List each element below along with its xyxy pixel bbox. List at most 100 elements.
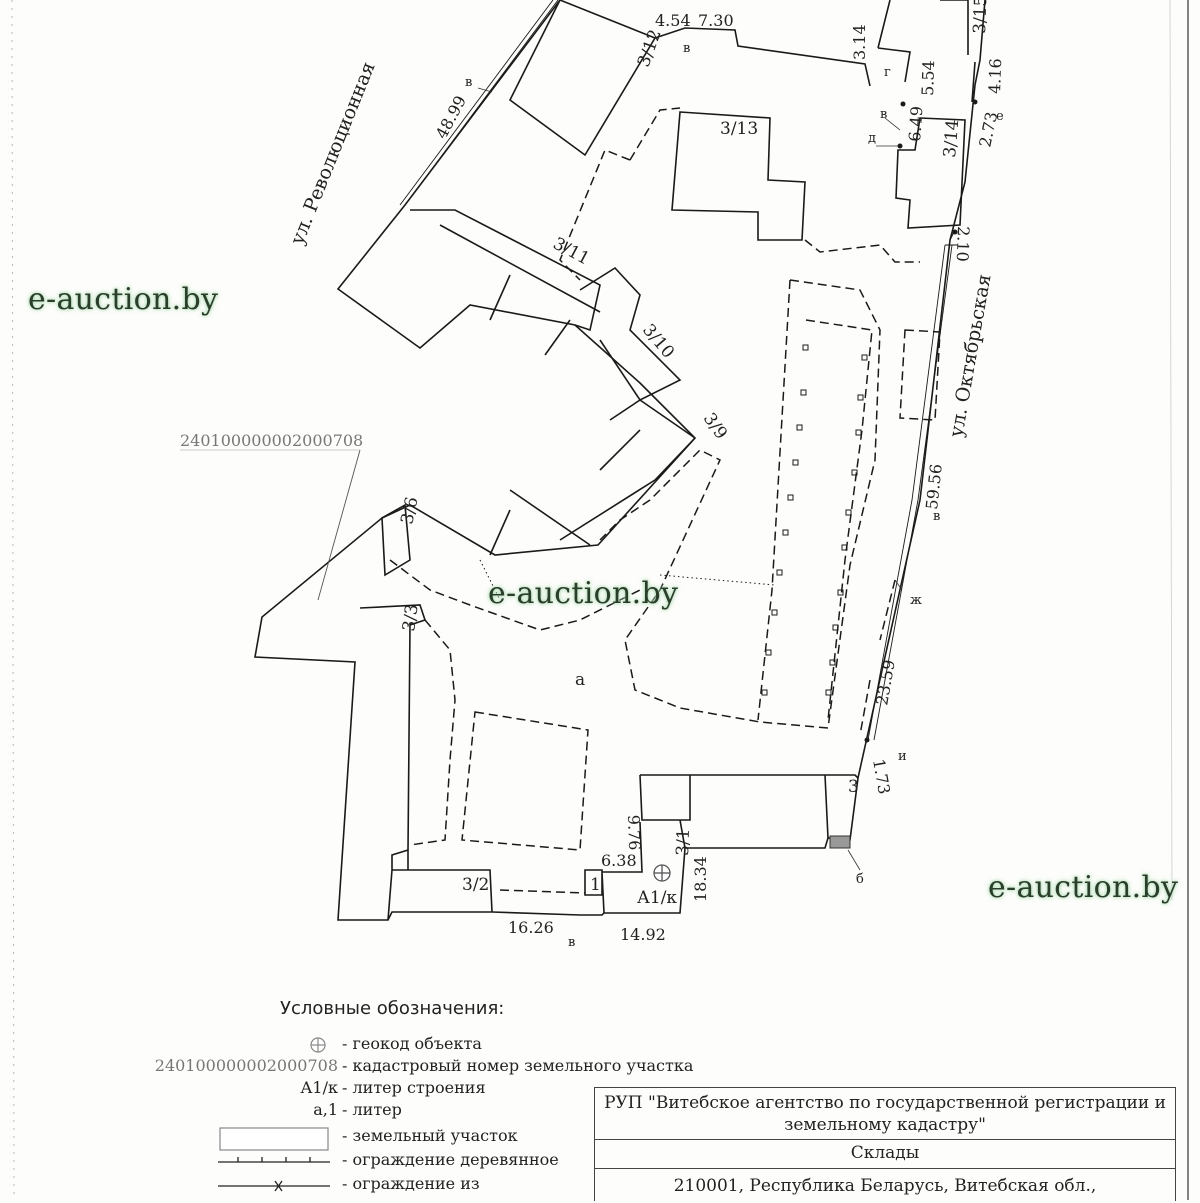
point-v-2: в: [683, 41, 690, 56]
building-3-13: [671, 111, 806, 241]
label-3-15: 3/15: [970, 0, 991, 34]
dim-2-10: 2.10: [953, 226, 973, 262]
point-e: е: [996, 109, 1004, 124]
dim-23-59: 23.59: [872, 658, 899, 706]
legend-label: - литер строения: [342, 1078, 486, 1097]
legend-symbol-text: а,1: [313, 1100, 338, 1119]
dim-9-76: 9.76: [624, 814, 644, 850]
legend-label: - литер: [342, 1100, 402, 1119]
court-rect: [461, 711, 589, 851]
dim-1-73: 1.73: [869, 757, 894, 795]
plot-number-label: 240100000002000708: [180, 431, 363, 450]
dotted-line-2: [479, 559, 501, 601]
dim-48-99: 48.99: [432, 93, 470, 142]
legend-row-plot: - земельный участок: [170, 1126, 590, 1148]
legend-row-other-fence: - ограждение из: [170, 1174, 590, 1196]
legend-geocode-icon: [310, 1037, 326, 1053]
dim-59-56: 59.56: [922, 463, 946, 511]
building-3-1: [584, 774, 859, 914]
dim-18-34: 18.34: [691, 856, 710, 902]
building-3-2: [392, 850, 493, 913]
label-3-6: 3/6: [397, 495, 422, 526]
dim-4-54: 4.54: [655, 11, 691, 30]
dim-3-14: 3.14: [850, 24, 869, 60]
point-v-1: в: [465, 75, 472, 90]
dim-6-38: 6.38: [601, 851, 637, 870]
point-b: б: [856, 872, 864, 887]
point-v-4: в: [933, 509, 940, 524]
label-1: 1: [590, 875, 601, 895]
label-3-10: 3/10: [638, 320, 678, 362]
geocode-icon: [653, 864, 671, 882]
label-3-11: 3/11: [550, 234, 593, 270]
yard-line-right: [804, 239, 920, 263]
building-3-15: [877, 0, 969, 55]
legend-wood-fence: [218, 1157, 330, 1163]
label-3-9: 3/9: [699, 409, 731, 443]
legend-row-liter: а,1 - литер: [170, 1100, 590, 1122]
title-block-object: Склады: [595, 1140, 1175, 1169]
dim-5-54: 5.54: [918, 60, 938, 96]
title-block-address: 210001, Республика Беларусь, Витебская о…: [673, 1176, 1097, 1196]
building-3-11: [410, 209, 601, 332]
title-block: РУП "Витебское агентство по государствен…: [594, 1087, 1176, 1201]
point-g: г: [884, 65, 891, 80]
watermark-3: e-auction.by: [988, 870, 1179, 905]
building-3-12: [508, 0, 657, 157]
point-i: и: [898, 749, 907, 764]
label-3-2: 3/2: [462, 875, 489, 895]
dim-7-30: 7.30: [698, 11, 734, 30]
legend-title: Условные обозначения:: [280, 998, 505, 1019]
label-a1k: А1/к: [637, 888, 677, 908]
street-label-october: ул. Октябрьская: [945, 272, 995, 438]
legend-row-building: А1/к - литер строения: [170, 1078, 590, 1100]
legend-row-cadastral: 240100000002000708 - кадастровый номер з…: [155, 1056, 694, 1078]
warehouse-outline: [757, 279, 873, 721]
legend-plot-rect: [219, 1127, 329, 1151]
fence-october: [867, 244, 953, 741]
label-3-13: 3/13: [720, 119, 758, 139]
legend-other-fence: [218, 1180, 330, 1192]
point-v-3: в: [880, 107, 887, 122]
point-zh: ж: [910, 593, 922, 608]
watermark-1: e-auction.by: [28, 282, 219, 317]
plot-boundary: [254, 0, 986, 921]
dim-14-92: 14.92: [620, 925, 666, 944]
label-3-1: 3/1: [673, 828, 694, 856]
title-block-organization: РУП "Витебское агентство по государствен…: [595, 1088, 1175, 1140]
dotted-line-1: [659, 574, 776, 586]
yard-line-left: [389, 559, 641, 846]
legend-label: - геокод объекта: [342, 1034, 482, 1053]
yard-line-inner: [599, 279, 881, 729]
legend: Условные обозначения: - геокод объекта 2…: [155, 998, 694, 1200]
label-3-12: 3/12: [634, 27, 666, 70]
point-v-5: в: [568, 935, 575, 950]
legend-symbol-text: А1/к: [300, 1078, 338, 1097]
label-a: а: [575, 670, 585, 690]
label-3: 3: [848, 777, 859, 797]
legend-label: - ограждение из: [342, 1174, 480, 1193]
legend-label: - кадастровый номер земельного участка: [342, 1056, 694, 1075]
building-3-14: [895, 117, 966, 229]
building-3-6: [381, 503, 511, 577]
watermark-2: e-auction.by: [488, 576, 679, 611]
dim-16-26: 16.26: [508, 918, 554, 937]
label-3-14: 3/14: [940, 119, 963, 159]
legend-row-geocode: - геокод объекта: [170, 1034, 590, 1056]
plot-boundary-top: [654, 27, 976, 103]
fence-revolution: [399, 0, 559, 206]
label-3-3: 3/3: [399, 603, 423, 633]
building-3-3: [359, 604, 427, 921]
legend-label: - земельный участок: [342, 1126, 518, 1145]
fence-inner-right: [859, 579, 896, 736]
dim-4-16: 4.16: [985, 58, 1005, 94]
legend-row-wood-fence: - ограждение деревянное: [170, 1150, 590, 1172]
fence-3-2: [499, 889, 586, 894]
point-d: д: [868, 131, 876, 146]
fence-small-right: [899, 329, 941, 421]
legend-label: - ограждение деревянное: [342, 1150, 559, 1169]
street-label-revolution: ул. Революционная: [286, 59, 379, 248]
yard-line-top: [559, 107, 681, 281]
